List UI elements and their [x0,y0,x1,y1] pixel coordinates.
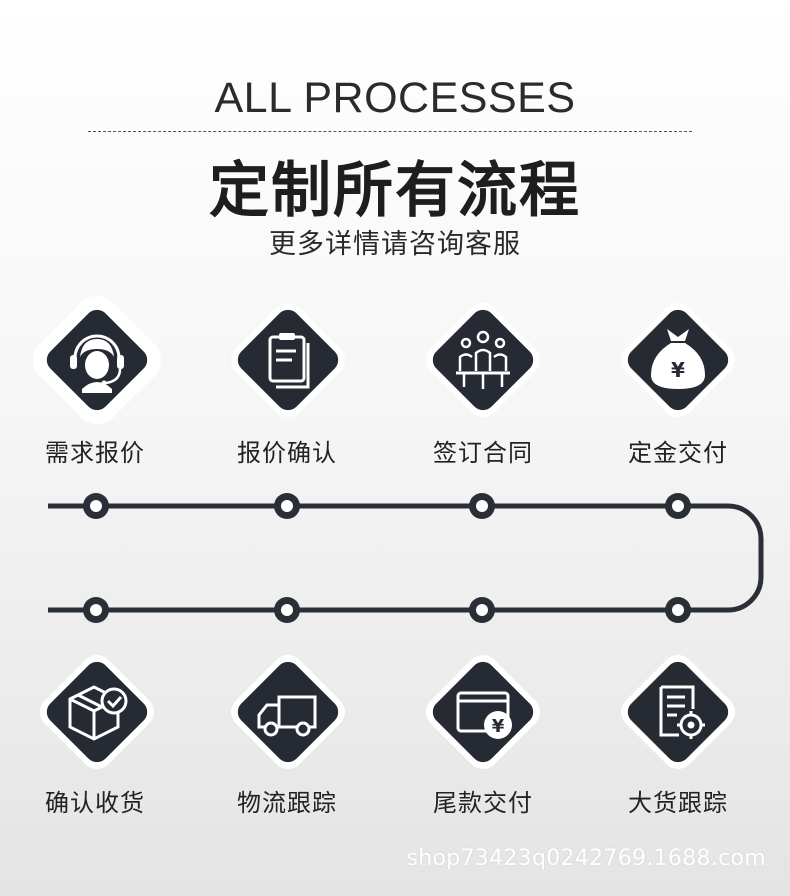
timeline-node [83,597,109,623]
step-label: 定金交付 [628,439,728,467]
timeline-node [665,493,691,519]
title-chinese: 定制所有流程 [209,156,581,226]
step-quote-confirm [213,285,363,435]
step-confirm-receipt [22,637,172,787]
timeline-node [469,493,495,519]
step-logistics-tracking [213,637,363,787]
process-timeline [48,493,764,623]
box-check-icon [39,654,155,770]
timeline-node [274,493,300,519]
document-settings-icon [620,654,736,770]
timeline-node [274,597,300,623]
timeline-node [469,597,495,623]
card-yen-icon: ¥ [425,654,541,770]
dashed-divider [88,131,692,132]
timeline-node [665,597,691,623]
step-label: 需求报价 [45,439,145,467]
clipboard-document-icon [230,302,346,418]
svg-text:¥: ¥ [671,358,685,382]
step-bulk-tracking [603,637,753,787]
step-label: 签订合同 [433,439,533,467]
step-deposit-payment: ¥ [603,285,753,435]
step-label: 大货跟踪 [628,789,728,817]
timeline-node [83,493,109,519]
money-bag-yen-icon: ¥ [620,302,736,418]
meeting-people-icon [425,302,541,418]
headset-agent-icon [32,295,162,425]
title-english: ALL PROCESSES [214,74,576,122]
shop-watermark: shop73423q0242769.1688.com [406,846,766,871]
step-requirement-quote [22,285,172,435]
step-final-payment: ¥ [408,637,558,787]
svg-text:¥: ¥ [492,716,505,737]
delivery-truck-icon [230,654,346,770]
step-label: 报价确认 [237,439,337,467]
step-label: 尾款交付 [433,789,533,817]
step-label: 物流跟踪 [237,789,337,817]
step-sign-contract [408,285,558,435]
subtitle: 更多详情请咨询客服 [269,229,521,260]
step-label: 确认收货 [45,789,145,817]
